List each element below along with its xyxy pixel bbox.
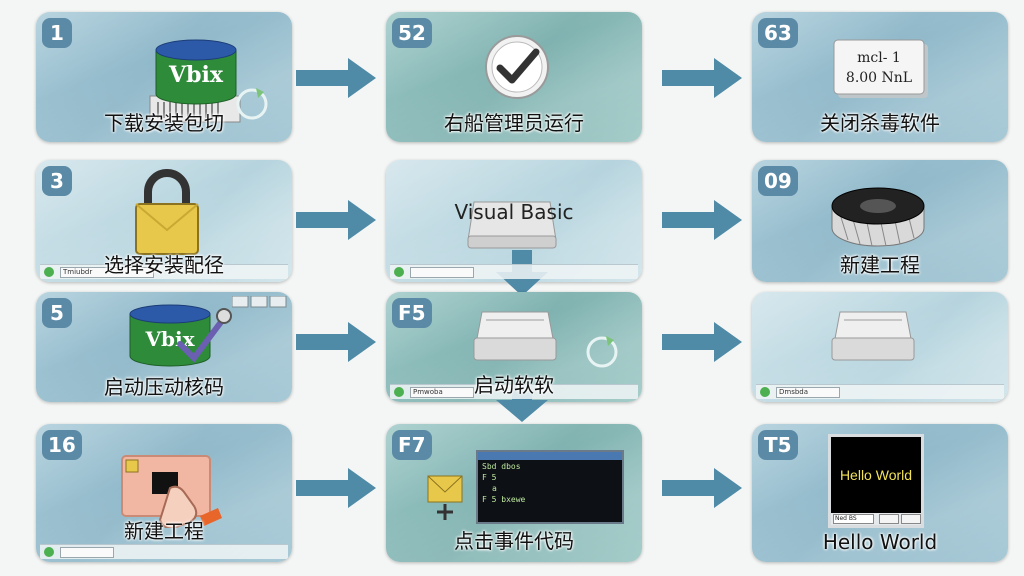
arrow-right-icon: [662, 200, 742, 240]
arrow-right-icon: [662, 58, 742, 98]
cancel-button[interactable]: [901, 514, 921, 524]
step-badge: 63: [758, 18, 798, 48]
printer-icon: [831, 311, 915, 361]
taskbar: [390, 264, 638, 279]
step-caption: 选择安装配径: [104, 253, 224, 277]
step-badge: F5: [392, 298, 432, 328]
label-line-1: mcl- 1: [857, 50, 901, 66]
window-controls-icon: [232, 296, 287, 308]
taskbar-item: [60, 547, 114, 558]
step-badge: 16: [42, 430, 82, 460]
step-card-5: 5 Vbix 启动压动核码: [36, 292, 292, 402]
step-badge: 1: [42, 18, 72, 48]
step-caption: 启动压动核码: [104, 375, 224, 399]
taskbar: Tmiubdr: [40, 264, 288, 279]
step-caption: 新建工程: [124, 519, 204, 543]
db-label: Vbix: [168, 62, 224, 88]
label-line-2: 8.00 NnL: [846, 70, 912, 86]
step-card-1: 1 Vbix 下载安装包切: [36, 12, 292, 142]
code-editor-window: Sbd dbos F 5 a F 5 bxewe: [476, 450, 624, 524]
start-icon: [760, 387, 770, 397]
step-card-4: 3 Tmiubdr 选择安装配径: [36, 160, 292, 282]
label-card-icon: mcl- 1 8.00 NnL: [833, 39, 928, 98]
taskbar-item: Pmwoba: [410, 387, 474, 398]
taskbar: Pmwoba: [390, 384, 638, 399]
step-caption: Hello World: [822, 530, 938, 554]
code-line: Sbd dbos: [482, 462, 521, 471]
refresh-icon: [236, 88, 268, 120]
step-badge: T5: [758, 430, 798, 460]
step-card-3: 63 mcl- 1 8.00 NnL 关闭杀毒软件: [752, 12, 1008, 142]
ok-button[interactable]: [879, 514, 899, 524]
taskbar: [40, 544, 288, 559]
step-caption: 关闭杀毒软件: [820, 111, 940, 135]
step-card-2: 52 右船管理员运行: [386, 12, 642, 142]
step-caption: 下载安装包切: [104, 111, 224, 135]
step-badge: 5: [42, 298, 72, 328]
lock-icon: [135, 169, 199, 255]
step-badge: 52: [392, 18, 432, 48]
start-icon: [394, 267, 404, 277]
status-field: Ned BS: [833, 514, 874, 524]
step-caption: 启动软软: [474, 373, 554, 397]
click-hand-icon: [121, 455, 222, 528]
start-icon: [44, 547, 54, 557]
step-card-f7: F7 Sbd dbos F 5 a F 5 bxewe 点击事件代码: [386, 424, 642, 562]
database-check-icon: Vbix: [129, 304, 232, 367]
start-icon: [394, 387, 404, 397]
step-caption: 点击事件代码: [454, 529, 574, 553]
database-icon: Vbix: [149, 39, 241, 123]
step-card-t5: T5 Hello World Ned BS Hello World: [752, 424, 1008, 562]
step-badge: 3: [42, 166, 72, 196]
step-card-16: 16 新建工程: [36, 424, 292, 562]
refresh-icon: [586, 336, 618, 368]
arrow-down-icon: [496, 384, 548, 422]
step-card-f5: F5 Pmwoba 启动软软: [386, 292, 642, 402]
step-card-6: 09 新建工程: [752, 160, 1008, 282]
code-line: F 5: [482, 473, 497, 482]
arrow-right-icon: [662, 322, 742, 362]
hello-world-window: Hello World Ned BS: [828, 434, 924, 528]
arrow-right-icon: [662, 468, 742, 508]
code-line: F 5 bxewe: [482, 495, 526, 504]
step-card-9: Dmsbda: [752, 292, 1008, 402]
arrow-right-icon: [296, 58, 376, 98]
arrow-right-icon: [296, 468, 376, 508]
step-card-visual-basic: Visual Basic: [386, 160, 642, 282]
start-icon: [44, 267, 54, 277]
taskbar-item: Tmiubdr: [60, 267, 154, 278]
checkmark-icon: [485, 35, 549, 99]
step-caption: 新建工程: [840, 253, 920, 277]
app-title: Visual Basic: [454, 200, 574, 224]
arrow-right-icon: [296, 322, 376, 362]
printer-icon: [473, 311, 557, 361]
code-line: a: [492, 484, 497, 493]
taskbar-item: Dmsbda: [776, 387, 840, 398]
hello-world-text: Hello World: [839, 467, 913, 483]
keycap-icon: [467, 201, 557, 249]
taskbar-item: [410, 267, 474, 278]
step-caption: 右船管理员运行: [444, 111, 584, 135]
db-label: Vbix: [144, 327, 195, 351]
envelope-icon: [427, 475, 463, 520]
ring-icon: [831, 187, 925, 247]
taskbar: Dmsbda: [756, 384, 1004, 399]
step-badge: F7: [392, 430, 432, 460]
step-badge: 09: [758, 166, 798, 196]
arrow-right-icon: [296, 200, 376, 240]
